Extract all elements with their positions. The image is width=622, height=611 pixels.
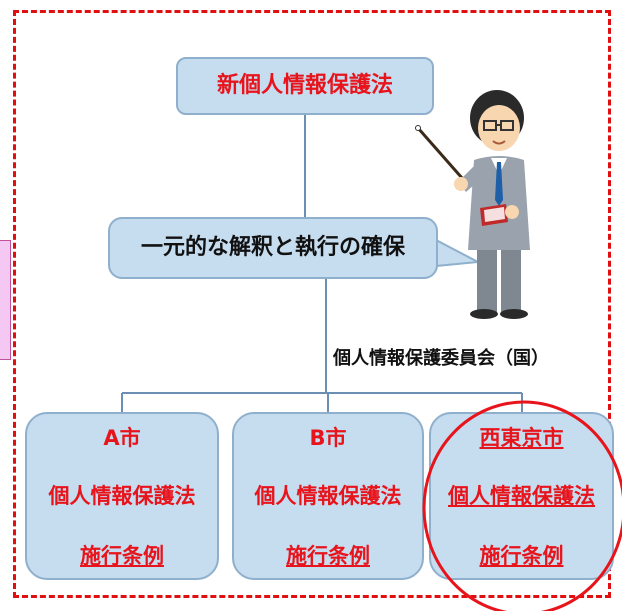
nishitokyo-name: 西東京市 [479,426,564,450]
dashed-frame [13,10,611,598]
city-b-box: B市 個人情報保護法 施行条例 [232,412,424,580]
unified-interpretation-text: 一元的な解釈と執行の確保 [140,235,405,260]
new-privacy-law-box: 新個人情報保護法 [176,57,434,115]
city-a-box: A市 個人情報保護法 施行条例 [25,412,219,580]
city-a-ordinance: 施行条例 [80,544,164,568]
new-privacy-law-text: 新個人情報保護法 [216,73,393,98]
city-b-law: 個人情報保護法 [254,484,402,508]
city-a-name: A市 [103,426,141,450]
unified-interpretation-box: 一元的な解釈と執行の確保 [108,217,438,279]
nishitokyo-ordinance: 施行条例 [479,544,564,568]
nishitokyo-box: 西東京市 個人情報保護法 施行条例 [429,412,614,580]
city-b-ordinance: 施行条例 [286,544,370,568]
left-arrow-shape [0,240,11,360]
city-a-law: 個人情報保護法 [48,484,196,508]
city-b-name: B市 [309,426,347,450]
committee-label: 個人情報保護委員会（国） [333,348,549,369]
nishitokyo-law: 個人情報保護法 [448,484,595,508]
